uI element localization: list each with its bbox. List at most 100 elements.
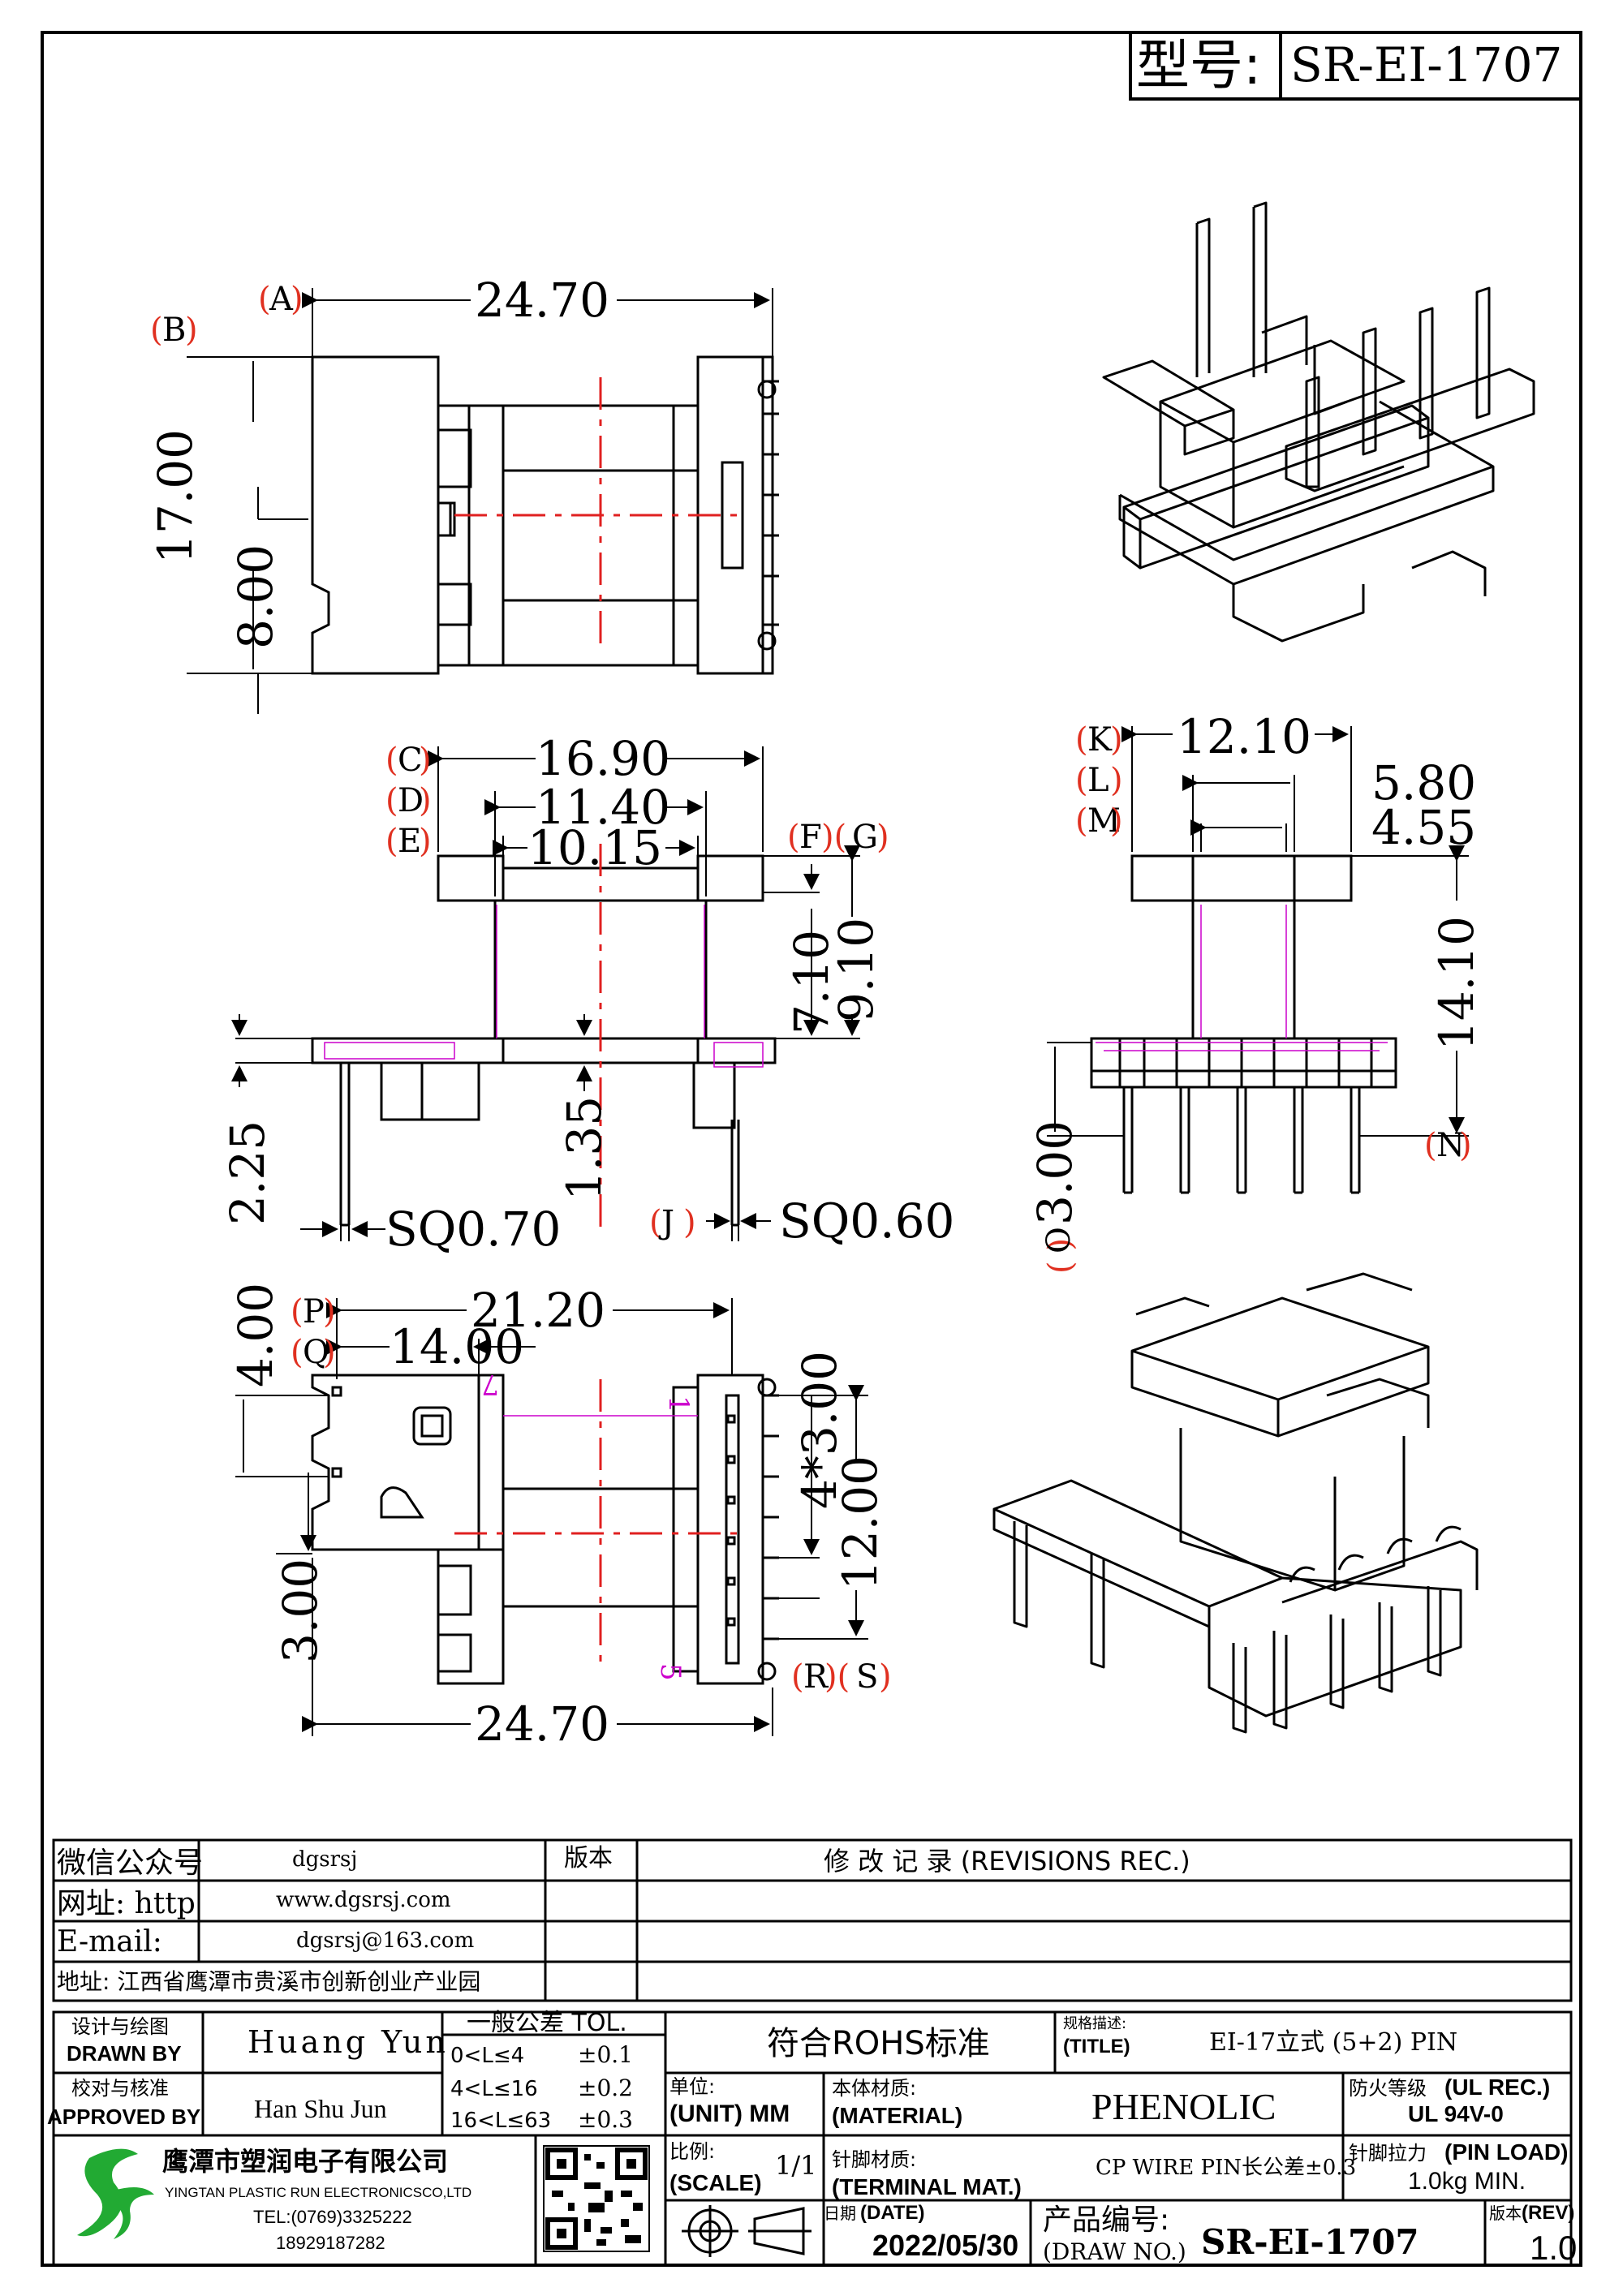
label-j-close: )	[683, 1204, 696, 1241]
right-view-magenta	[1096, 905, 1388, 1051]
email-label: E-mail:	[57, 1925, 162, 1958]
terminal-label: 针脚材质:	[832, 2148, 916, 2171]
label-q-open: (	[291, 1334, 304, 1371]
date-value: 2022/05/30	[872, 2229, 1018, 2262]
title-block	[52, 2010, 1573, 2267]
label-d-open: (	[385, 782, 398, 819]
version-label: 版本	[564, 1844, 613, 1872]
rev-value: 1.0	[1530, 2229, 1577, 2267]
fire-label: 防火等级	[1349, 2077, 1427, 2100]
label-f: F	[799, 819, 822, 856]
top-view	[311, 355, 779, 675]
model-header: 型号: SR-EI-1707	[1129, 31, 1582, 101]
top-view-dims	[187, 288, 773, 714]
date-en: (DATE)	[860, 2202, 925, 2224]
iso-view-bottom	[992, 1272, 1479, 1734]
ul-rec-label: (UL REC.)	[1444, 2075, 1550, 2100]
rev-en: (REV)	[1522, 2202, 1574, 2224]
terminal-value: CP WIRE PIN长公差±0.3	[1096, 2156, 1356, 2180]
dim-side-g: 9.10	[829, 918, 884, 1022]
label-k-close: )	[1110, 721, 1123, 759]
label-c-close: )	[419, 742, 432, 779]
dim-top-width: 24.70	[475, 273, 609, 328]
tol-title: 一般公差 TOL.	[467, 2009, 627, 2037]
title-value: EI-17立式 (5+2) PIN	[1209, 2028, 1457, 2057]
label-s: S	[856, 1658, 878, 1696]
label-o-paren: ( )	[1042, 1238, 1079, 1274]
label-e-open: (	[385, 823, 398, 860]
bottom-view-dims	[235, 1298, 868, 1736]
scale-en: (SCALE)	[669, 2170, 762, 2195]
wechat-value: dgsrsj	[292, 1847, 357, 1872]
pinload-label: 针脚拉力	[1349, 2142, 1427, 2165]
rev-label: 版本	[1489, 2204, 1522, 2223]
dim-right-k: 12.10	[1177, 709, 1311, 764]
unit-label: 单位:	[669, 2075, 715, 2098]
tol-range-1: 0<L≤4	[450, 2044, 524, 2068]
designer-label: 设计与绘图	[71, 2015, 169, 2038]
drawno-en: (DRAW NO.)	[1043, 2238, 1186, 2265]
label-p: P	[303, 1293, 325, 1331]
label-d-close: )	[419, 782, 432, 819]
label-f-open: (	[787, 819, 800, 856]
email-value[interactable]: dgsrsj@163.com	[296, 1928, 474, 1953]
dim-side-e: 10.15	[527, 820, 662, 875]
label-p-open: (	[291, 1293, 304, 1331]
right-view	[1090, 854, 1397, 1194]
web-value[interactable]: www.dgsrsj.com	[276, 1888, 451, 1912]
label-f-close: )(	[821, 819, 846, 856]
bottom-view	[311, 1374, 779, 1685]
iso-view-top	[1102, 201, 1535, 643]
label-c-open: (	[385, 742, 398, 779]
unit-value: (UNIT) MM	[669, 2100, 790, 2127]
label-r-close: )(	[824, 1658, 850, 1696]
label-b: B	[162, 312, 186, 349]
label-k-open: (	[1075, 721, 1088, 759]
label-m: M	[1087, 802, 1121, 840]
spec-label: 规格描述:	[1063, 2015, 1126, 2032]
label-m-close: )	[1110, 802, 1123, 840]
label-d: D	[398, 782, 424, 819]
pinload-value: 1.0kg MIN.	[1408, 2168, 1526, 2195]
dim-right-o: 3.00	[1027, 1120, 1083, 1225]
tol-range-2: 4<L≤16	[450, 2077, 538, 2101]
material-value: PHENOLIC	[1091, 2086, 1276, 2127]
label-c: C	[398, 742, 423, 779]
label-n-open: (	[1424, 1127, 1437, 1164]
projection-symbol-icon	[682, 2205, 812, 2257]
dim-bottom-u: 3.00	[273, 1559, 328, 1663]
label-a: A	[269, 281, 294, 318]
drawn-name: Huang Yun	[248, 2024, 449, 2060]
pin-label-7: 7	[481, 1368, 499, 1400]
dim-bottom-s: 12.00	[833, 1455, 888, 1590]
drawn-by-label: DRAWN BY	[67, 2041, 182, 2066]
top-view-centerlines	[454, 377, 747, 649]
label-q-close: )	[323, 1334, 336, 1371]
pin-label-5: 5	[654, 1663, 687, 1681]
dim-bottom-t: 4.00	[228, 1283, 283, 1387]
label-e-close: )	[419, 823, 432, 860]
dim-side-f: 7.10	[784, 930, 839, 1034]
approved-by-label: APPROVED BY	[47, 2105, 200, 2129]
dim-bottom-r: 4*3.00	[792, 1351, 847, 1509]
rohs: 符合ROHS标准	[767, 2025, 990, 2062]
label-l-open: (	[1075, 762, 1088, 799]
dim-bottom-w: 24.70	[475, 1696, 609, 1752]
dim-top-half: 8.00	[228, 544, 283, 649]
tol-value-2: ±0.2	[578, 2075, 633, 2101]
dim-right-l: 5.80	[1371, 755, 1476, 810]
label-j-open: (	[649, 1204, 662, 1241]
revisions-title: 修 改 记 录 (REVISIONS REC.)	[824, 1846, 1190, 1877]
dim-side-d: 11.40	[536, 780, 670, 835]
tol-value-3: ±0.3	[578, 2106, 633, 2133]
pin-label-1: 1	[662, 1395, 695, 1413]
company-logo	[77, 2148, 154, 2239]
drawno-label: 产品编号:	[1043, 2204, 1169, 2237]
dim-bottom-p: 21.20	[471, 1283, 605, 1338]
web-label: 网址: http	[57, 1887, 196, 1920]
label-e: E	[398, 823, 421, 860]
label-r-open: (	[791, 1658, 804, 1696]
label-r: R	[803, 1658, 829, 1696]
wechat-label: 微信公众号	[57, 1847, 203, 1880]
date-label: 日期	[824, 2204, 856, 2223]
